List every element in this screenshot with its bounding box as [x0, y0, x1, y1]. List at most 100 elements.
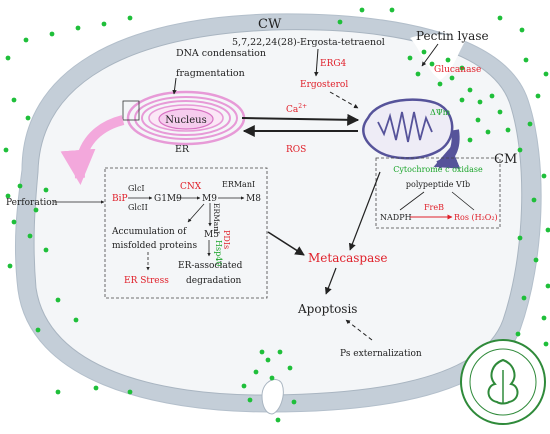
polypeptide-ros-line: [451, 191, 475, 211]
green-dot: [43, 247, 49, 253]
ermanI-vert-label: ERManI: [212, 203, 221, 234]
green-dot: [291, 399, 297, 405]
nucleus-label: Nucleus: [165, 115, 206, 126]
green-dot: [43, 187, 49, 193]
green-dot: [17, 183, 23, 189]
ergosta-arrow: [314, 48, 319, 77]
green-dot: [517, 235, 523, 241]
green-dot: [523, 57, 529, 63]
ca-label: Ca2+: [286, 103, 307, 115]
misfolded-label: misfolded proteins: [112, 241, 197, 251]
g1m9-label: G1M9: [154, 194, 182, 204]
green-dot: [543, 71, 549, 77]
nucleus-er: [126, 90, 246, 146]
pectin-lyase-label: Pectin lyase: [416, 29, 489, 43]
green-dot: [101, 21, 107, 27]
m8-label: M8: [246, 194, 261, 204]
meta-apoptosis-arrow: [324, 267, 337, 295]
pectin-lyase-arrow: [421, 43, 439, 67]
green-dot: [459, 97, 465, 103]
pdis-label: PDIs: [222, 230, 231, 249]
green-dot: [521, 295, 527, 301]
dna-arrow: [172, 77, 177, 95]
green-dot: [437, 81, 443, 87]
zoom-box: [122, 100, 140, 121]
cell-wall-breach: [410, 34, 466, 80]
green-dot: [467, 137, 473, 143]
ros-h2o2-label: Ros (H₂O₂): [454, 213, 498, 222]
green-dot: [127, 389, 133, 395]
cytochrome-box: [375, 157, 501, 229]
green-dot: [55, 389, 61, 395]
ergosterol-label: Ergosterol: [300, 80, 348, 90]
glcII-label: GlcII: [128, 203, 148, 212]
green-dot: [485, 129, 491, 135]
green-dot: [33, 207, 39, 213]
green-dot: [545, 283, 550, 289]
green-dot: [545, 227, 550, 233]
green-dot: [5, 55, 11, 61]
green-dot: [535, 93, 541, 99]
green-dot: [75, 25, 81, 31]
green-dot: [475, 117, 481, 123]
green-dot: [415, 71, 421, 77]
green-dot: [7, 263, 13, 269]
m9-label: M9: [202, 194, 217, 204]
lab-logo: [460, 339, 546, 425]
cnx-label: CNX: [180, 182, 202, 192]
green-dot: [533, 257, 539, 263]
green-dot: [127, 15, 133, 21]
cell-membrane: [33, 29, 523, 396]
green-dot: [359, 7, 365, 13]
mito-meta-arrow: [348, 171, 381, 251]
green-dot: [35, 327, 41, 333]
green-dot: [253, 369, 259, 375]
m5-label: M5: [204, 230, 219, 240]
cw-label: CW: [258, 17, 282, 32]
green-dot: [541, 315, 547, 321]
green-dot: [515, 331, 521, 337]
green-dot: [459, 65, 465, 71]
ergosterol-arrow: [329, 91, 359, 109]
er-label: ER: [175, 144, 190, 155]
green-dot: [247, 397, 253, 403]
green-dot: [407, 55, 413, 61]
nadph-label: NADPH: [380, 213, 412, 222]
glcI-label: GlcI: [128, 184, 145, 193]
green-dot: [49, 31, 55, 37]
green-dot: [259, 349, 265, 355]
ergosta-label: 5,7,22,24(28)-Ergosta-tetraenol: [232, 37, 385, 48]
polypeptide-label: polypeptide VIb: [406, 180, 470, 189]
green-dot: [519, 27, 525, 33]
green-dot: [543, 341, 549, 347]
green-dot: [287, 365, 293, 371]
ros-label: ROS: [286, 145, 306, 155]
green-dot: [73, 317, 79, 323]
green-dot: [477, 99, 483, 105]
green-dot: [275, 417, 281, 423]
bip-label: BiP: [112, 194, 128, 204]
apoptosis-label: Apoptosis: [297, 302, 357, 316]
green-dot: [497, 109, 503, 115]
green-dot: [527, 121, 533, 127]
cm-label: CM: [494, 152, 517, 167]
perforation-notch: [261, 379, 284, 415]
hsp40-label: Hsp40: [214, 240, 223, 266]
green-dot: [489, 93, 495, 99]
cytochrome-label: Cytochrome c oxidase: [393, 165, 483, 174]
green-dot: [23, 37, 29, 43]
green-dot: [241, 383, 247, 389]
ps-ext-label: Ps externalization: [340, 349, 422, 359]
ca-arrow: [241, 113, 360, 126]
erg4-label: ERG4: [320, 59, 347, 69]
polypeptide-nadph-line: [399, 191, 425, 211]
delta-psi-label: ΔΨm: [430, 108, 451, 117]
green-dot: [421, 49, 427, 55]
green-dot: [55, 297, 61, 303]
m9-accumulation-arrow: [187, 203, 205, 223]
er-stress-label: ER Stress: [124, 276, 169, 286]
green-dot: [337, 19, 343, 25]
green-dot: [11, 97, 17, 103]
er-meta-arrow: [267, 231, 305, 256]
